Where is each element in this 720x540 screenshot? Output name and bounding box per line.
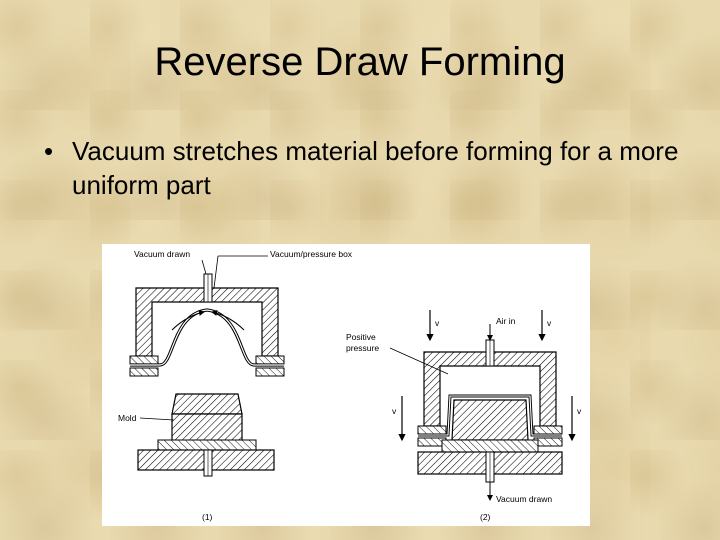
label-vacuum-drawn-bottom: Vacuum drawn bbox=[496, 494, 552, 504]
bullet-dot-icon: • bbox=[44, 136, 54, 166]
label-step-1: (1) bbox=[202, 512, 213, 522]
reverse-draw-forming-diagram: Vacuum drawn Vacuum/pressure box Mold (1… bbox=[102, 244, 590, 526]
label-v-1: v bbox=[435, 318, 440, 328]
slide-title: Reverse Draw Forming bbox=[154, 40, 566, 84]
bullet-text: Vacuum stretches material before forming… bbox=[72, 136, 679, 200]
label-v-4: v bbox=[577, 406, 582, 416]
label-vacuum-pressure-box: Vacuum/pressure box bbox=[270, 249, 353, 259]
downward-motion-arrows bbox=[398, 310, 576, 501]
label-air-in: Air in bbox=[496, 316, 516, 326]
label-vacuum-drawn-top: Vacuum drawn bbox=[134, 249, 190, 259]
step-1-mold bbox=[137, 393, 275, 477]
bullet-item: • Vacuum stretches material before formi… bbox=[44, 134, 684, 202]
label-positive-1: Positive bbox=[346, 332, 376, 342]
label-mold: Mold bbox=[118, 413, 137, 423]
step-1-vacuum-box bbox=[135, 273, 279, 357]
label-v-2: v bbox=[547, 318, 552, 328]
label-step-2: (2) bbox=[480, 512, 491, 522]
label-v-3: v bbox=[392, 406, 397, 416]
bullet-list: • Vacuum stretches material before formi… bbox=[44, 134, 684, 202]
label-positive-2: pressure bbox=[346, 343, 379, 353]
